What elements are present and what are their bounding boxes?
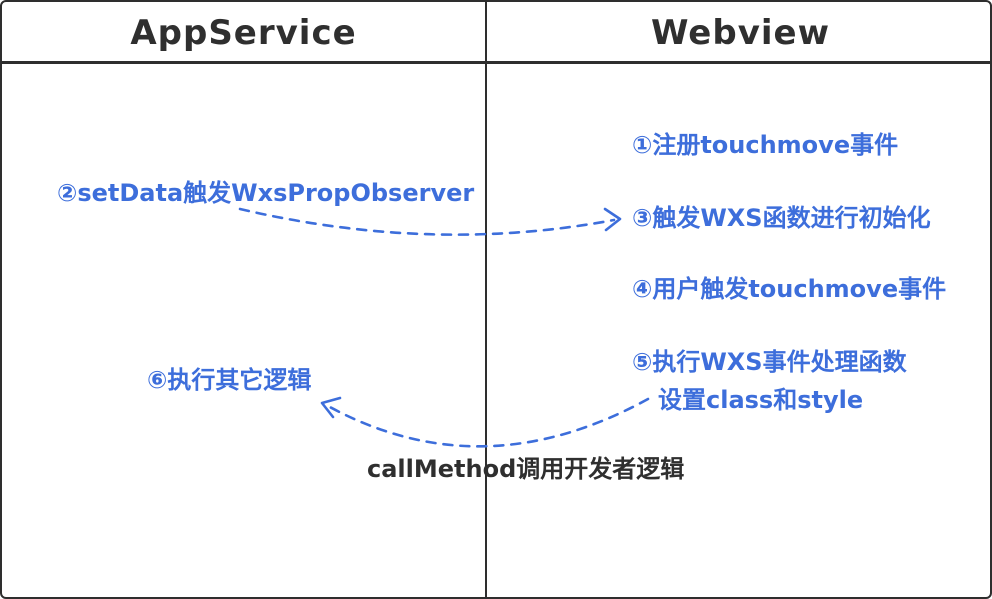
column-header-appservice: AppService bbox=[130, 13, 357, 53]
step-4-user-touchmove: ④用户触发touchmove事件 bbox=[632, 275, 947, 303]
arrow-setdata-to-wxs-init bbox=[238, 207, 622, 236]
step-5-wxs-handler: ⑤执行WXS事件处理函数 设置class和style bbox=[632, 347, 907, 416]
column-divider-line bbox=[485, 2, 487, 597]
step-5-line-1: ⑤执行WXS事件处理函数 bbox=[632, 348, 907, 376]
header-divider-line bbox=[2, 61, 990, 64]
step-1-register-touchmove: ①注册touchmove事件 bbox=[632, 131, 899, 159]
step-5-line-2: 设置class和style bbox=[658, 386, 864, 415]
step-6-other-logic: ⑥执行其它逻辑 bbox=[147, 366, 312, 394]
step-3-trigger-wxs-init: ③触发WXS函数进行初始化 bbox=[632, 204, 931, 232]
callmethod-label: callMethod调用开发者逻辑 bbox=[367, 455, 685, 483]
step-2-setdata-wxspropobserver: ②setData触发WxsPropObserver bbox=[57, 179, 475, 207]
column-header-webview: Webview bbox=[651, 13, 830, 53]
